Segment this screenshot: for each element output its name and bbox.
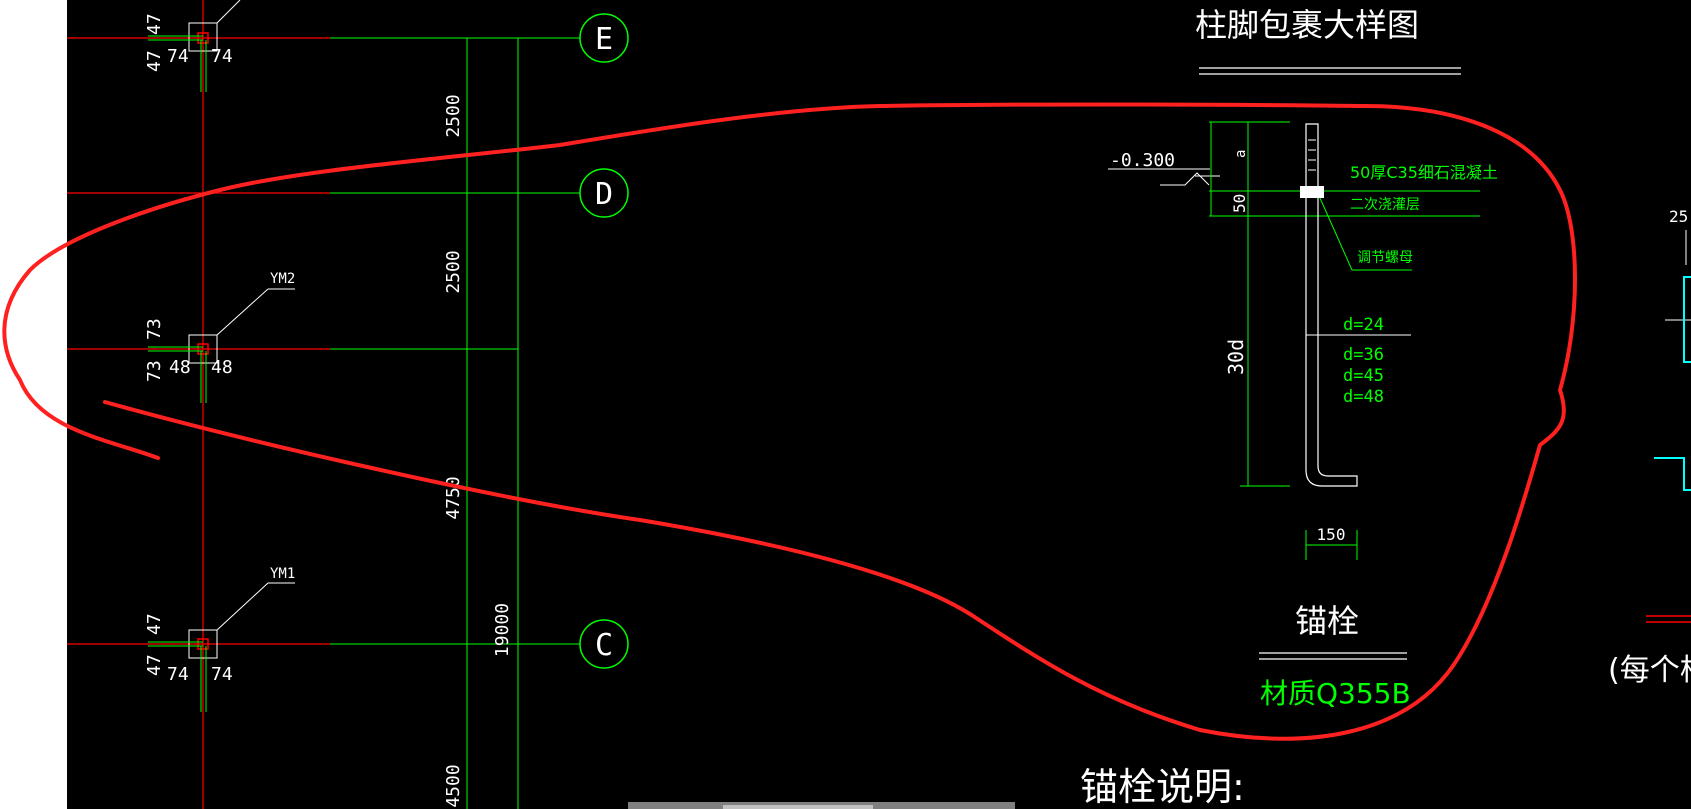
axis-label-d: D [595, 177, 613, 212]
anchor-bolt-shape [1305, 123, 1358, 487]
drawing-background [67, 0, 1691, 809]
elevation-symbol-icon [1160, 172, 1210, 186]
column-section [197, 32, 209, 44]
plate-dim-b1: 74 [167, 46, 189, 67]
dim-a: a [1233, 150, 1249, 158]
grout-label: 二次浇灌层 [1350, 197, 1420, 213]
plate-dim-a2: 47 [144, 654, 165, 676]
elevation-text: -0.300 [1110, 150, 1175, 171]
dim-30d: 30d [1224, 339, 1248, 375]
right-partial-geometry [1646, 230, 1691, 623]
base-plate-outline [188, 334, 218, 364]
plate-dim-b2: 74 [211, 46, 233, 67]
diameter-45: d=45 [1343, 366, 1384, 386]
axis-bubble-d[interactable]: D [579, 168, 629, 218]
leader-line [216, 0, 241, 24]
axis-leader-lines [330, 37, 580, 645]
nut-label: 调节螺母 [1357, 250, 1413, 266]
diameter-24: d=24 [1343, 315, 1384, 335]
column-section [197, 638, 209, 650]
plate-dim-b1: 48 [169, 357, 191, 378]
plate-dim-a2: 47 [144, 50, 165, 72]
right-partial-number: 25 [1669, 207, 1688, 226]
anchor-bolt-detail[interactable]: -0.300 a 50 30d 50厚C35细石混凝土 二次浇灌层 调节螺母 d… [1108, 121, 1498, 560]
column-plate-mid[interactable]: YM2 73 73 48 48 [144, 271, 295, 403]
axis-bubble-c-circle [579, 619, 629, 669]
axis-bubble-d-circle [579, 168, 629, 218]
axis-bubble-e-circle [579, 13, 629, 63]
plate-dim-b1: 74 [167, 664, 189, 685]
column-section [197, 343, 209, 355]
base-plate-outline [188, 629, 218, 659]
axis-bubble-e[interactable]: E [579, 13, 629, 63]
plate-dim-a1: 47 [144, 613, 165, 635]
bottom-scrollbar-thumb[interactable] [723, 805, 873, 809]
dimension-text-2500-top: 2500 [443, 94, 464, 137]
detail-title: 柱脚包裹大样图 [1195, 6, 1419, 44]
dimension-text-19000: 19000 [492, 603, 513, 657]
highlight-markup-loop [2, 102, 1577, 741]
anchor-title: 锚栓 [1295, 602, 1359, 640]
dimension-text-4500: 4500 [443, 764, 464, 807]
column-plate-top[interactable]: 47 47 74 74 [144, 0, 241, 92]
diameter-36: d=36 [1343, 345, 1384, 365]
base-plate-outline [188, 22, 218, 52]
plate-dim-b2: 74 [211, 664, 233, 685]
plate-dim-b2: 48 [211, 357, 233, 378]
dimension-text-2500-mid: 2500 [443, 250, 464, 293]
column-plate-bot[interactable]: YM1 47 47 74 74 [144, 566, 295, 712]
diameter-48: d=48 [1343, 387, 1384, 407]
left-margin [0, 0, 67, 809]
plate-dim-a1: 47 [144, 13, 165, 35]
axis-label-c: C [595, 628, 613, 663]
plate-dim-a2: 73 [144, 360, 165, 382]
leader-line [216, 288, 269, 336]
axis-bubble-c[interactable]: C [579, 619, 629, 669]
dim-50: 50 [1230, 194, 1249, 213]
axis-label-e: E [595, 22, 613, 57]
concrete-label: 50厚C35细石混凝土 [1350, 163, 1498, 182]
dimension-lines [461, 37, 524, 809]
plate-dim-a1: 73 [144, 318, 165, 340]
nut-leader [1319, 197, 1353, 271]
column-tag-ym2: YM2 [270, 271, 295, 287]
adjusting-nut [1300, 186, 1324, 198]
material-label: 材质Q355B [1260, 677, 1411, 710]
leader-line [216, 582, 269, 631]
right-partial-note: (每个柱脚 [1608, 653, 1691, 688]
hook-length: 150 [1317, 525, 1346, 544]
notes-title: 锚栓说明: [1080, 765, 1245, 809]
column-tag-ym1: YM1 [270, 566, 295, 582]
